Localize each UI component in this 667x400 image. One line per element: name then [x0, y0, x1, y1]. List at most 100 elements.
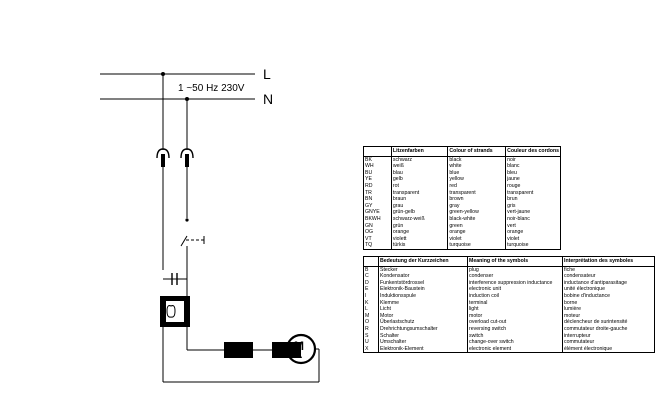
column-header: Bedeutung der Kurzzeichen: [378, 256, 468, 267]
table-cell: U: [365, 339, 369, 346]
table-cell: I: [365, 292, 367, 299]
table-cell: unité électronique: [562, 286, 655, 293]
table-cell: L: [365, 306, 368, 313]
table-cell: grün-gelb: [390, 209, 448, 216]
table-cell: weiß: [390, 163, 448, 170]
table-cell: gray: [447, 202, 506, 210]
table-cell: condensateur: [562, 273, 655, 280]
table-cell: Klemme: [378, 299, 468, 307]
table-cell: Elektronik-Baustein: [378, 286, 468, 293]
table-cell: commutateur droite-gauche: [562, 325, 655, 333]
table-cell: orange: [505, 229, 561, 236]
table-cell: türkis: [390, 242, 448, 250]
table-cell: light: [467, 306, 563, 313]
table-cell: gris: [505, 202, 561, 210]
table-cell: noir-blanc: [505, 215, 561, 223]
switch-terminal-top: [185, 218, 189, 222]
table-cell: TQ: [365, 242, 373, 249]
table-cell: rot: [390, 182, 448, 190]
table-cell: schwarz-weiß: [390, 215, 448, 223]
table-cell: change-over switch: [467, 339, 563, 346]
table-cell: blanc: [505, 163, 561, 170]
table-cell: white: [447, 163, 506, 170]
plug-contact-left: [156, 148, 170, 167]
table-cell: electronic unit: [467, 286, 563, 293]
table-cell: bleu: [505, 169, 561, 177]
table-cell: braun: [390, 196, 448, 203]
table-cell: noir: [505, 156, 561, 164]
table-cell: plug: [467, 266, 563, 274]
table-cell: induction coil: [467, 292, 563, 300]
column-header: Interprétation des symboles: [562, 256, 655, 267]
table-cell: moteur: [562, 312, 655, 320]
table-cell: RD: [365, 182, 373, 189]
table-cell: bobine d'inductance: [562, 292, 655, 300]
table-cell: commutateur: [562, 339, 655, 346]
induction-coil-1: [224, 342, 253, 358]
table-cell: jaune: [505, 176, 561, 183]
switch-blade: [180, 235, 188, 247]
table-cell: vert-jaune: [505, 209, 561, 216]
table-cell: orange: [390, 229, 448, 236]
table-cell: Umschalter: [378, 339, 468, 346]
column-header: Colour of strands: [447, 146, 506, 157]
table-cell: terminal: [467, 299, 563, 307]
table-cell: borne: [562, 299, 655, 307]
column-header: Couleur des cordons: [505, 146, 561, 157]
table-cell: O: [365, 319, 370, 326]
motor-letter: M: [294, 339, 304, 353]
column-header: Litzenfarben: [390, 146, 448, 157]
table-cell: Überlastschutz: [378, 319, 468, 326]
table-cell: Motor: [378, 312, 468, 320]
table-cell: transparent: [505, 189, 561, 197]
table-cell: OG: [365, 229, 374, 236]
table-cell: violet: [505, 235, 561, 243]
suppression-inductor: [160, 296, 190, 327]
table-cell: blau: [390, 169, 448, 177]
table-cell: condenser: [467, 273, 563, 280]
table-cell: B: [365, 266, 369, 273]
table-cell: Licht: [378, 306, 468, 313]
table-cell: turquoise: [505, 242, 561, 250]
plug-contact-right: [180, 148, 194, 167]
meaning-of-symbols-table: Bedeutung der Kurzzeichen Meaning of the…: [363, 256, 655, 354]
table-cell: TR: [365, 189, 372, 196]
table-cell: violett: [390, 235, 448, 243]
colour-table-header: Litzenfarben Colour of strands Couleur d…: [363, 146, 561, 157]
table-cell: switch: [467, 332, 563, 340]
column-header: [363, 146, 392, 157]
table-cell: GN: [365, 222, 373, 229]
colour-of-strands-table: Litzenfarben Colour of strands Couleur d…: [363, 146, 561, 250]
table-cell: déclencheur de surintensité: [562, 319, 655, 326]
table-cell: GNYE: [365, 209, 380, 216]
table-cell: turquoise: [447, 242, 506, 250]
table-cell: vert: [505, 222, 561, 230]
table-cell: Funkentstördrossel: [378, 279, 468, 287]
table-cell: Schalter: [378, 332, 468, 340]
table-cell: fiche: [562, 266, 655, 274]
table-cell: BN: [365, 196, 373, 203]
table-cell: electronic element: [467, 345, 563, 353]
table-cell: brun: [505, 196, 561, 203]
